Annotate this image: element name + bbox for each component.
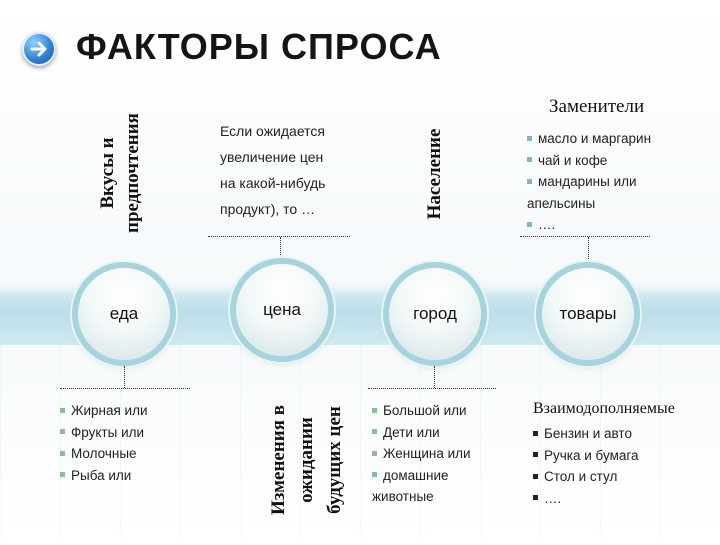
list-item: Рыба или <box>60 465 148 487</box>
bullet-icon <box>372 429 377 435</box>
node-price: цена <box>236 264 328 356</box>
expectation-text: Если ожидается увеличение цен на какой-н… <box>220 118 325 222</box>
substitutes-list: масло и маргарин чай и кофе мандарины ил… <box>527 128 651 236</box>
list-item: Женщина или <box>372 443 471 465</box>
timeline-band-shine <box>0 283 720 297</box>
bullet-icon <box>533 473 538 479</box>
tastes-line-2: предпочтения <box>122 113 143 233</box>
list-item: …. <box>527 214 651 236</box>
list-item: Дети или <box>372 422 471 444</box>
city-connector <box>434 366 435 388</box>
bullet-icon <box>533 495 538 501</box>
list-item: Большой или <box>372 400 471 422</box>
goods-connector <box>588 237 589 267</box>
list-item: мандарины или <box>527 171 651 193</box>
node-food-label: еда <box>109 304 139 323</box>
substitutes-heading: Заменители <box>549 96 645 117</box>
node-city: город <box>389 268 481 360</box>
node-city-label: город <box>413 304 457 323</box>
expectation-divider <box>208 236 350 237</box>
expectation-change-line-2: ожидании <box>296 417 317 503</box>
food-connector <box>124 366 125 388</box>
list-item: апельсины <box>527 195 596 211</box>
node-price-label: цена <box>263 300 301 319</box>
list-item: Стол и стул <box>533 466 639 488</box>
expectation-line-2: увеличение цен <box>220 149 324 165</box>
page-title: ФАКТОРЫ СПРОСА <box>76 26 442 67</box>
bullet-icon <box>527 135 532 141</box>
background-stripes <box>0 345 720 540</box>
bullet-icon <box>60 472 65 478</box>
expectation-line-4: продукт), то … <box>220 201 316 217</box>
tastes-preferences-label: Вкусы и предпочтения <box>95 98 151 248</box>
tastes-line-1: Вкусы и <box>97 137 118 209</box>
list-item: масло и маргарин <box>527 128 651 150</box>
list-item: Ручка и бумага <box>533 445 639 467</box>
node-goods-label: товары <box>559 304 617 323</box>
bullet-icon <box>372 450 377 456</box>
list-item: животные <box>372 489 434 504</box>
list-item: …. <box>533 488 639 510</box>
city-divider <box>368 388 496 389</box>
bullet-icon <box>527 178 532 184</box>
expectation-change-line-1: Изменения в <box>268 404 289 516</box>
bullet-icon <box>60 450 65 456</box>
list-item: домашние <box>372 465 471 487</box>
bullet-icon <box>533 430 538 436</box>
substitutes-divider <box>520 236 650 237</box>
expectation-change-label: Изменения в ожидании будущих цен <box>265 375 349 545</box>
node-goods: товары <box>542 268 634 360</box>
expectation-change-line-3: будущих цен <box>324 406 345 514</box>
list-item: Фрукты или <box>60 422 148 444</box>
food-divider <box>60 388 190 389</box>
expectation-line-1: Если ожидается <box>220 123 325 139</box>
expectation-line-3: на какой-нибудь <box>220 175 326 191</box>
food-list: Жирная или Фрукты или Молочные Рыба или <box>60 400 148 486</box>
bullet-icon <box>527 221 532 227</box>
list-item: Молочные <box>60 443 148 465</box>
complements-heading: Взаимодополняемые <box>533 400 675 417</box>
bullet-icon <box>60 429 65 435</box>
complements-list: Бензин и авто Ручка и бумага Стол и стул… <box>533 423 639 509</box>
bullet-icon <box>372 407 377 413</box>
city-list: Большой или Дети или Женщина или домашни… <box>372 400 471 508</box>
list-item: Жирная или <box>60 400 148 422</box>
bullet-icon <box>372 472 377 478</box>
bullet-icon <box>527 157 532 163</box>
population-label: Население <box>424 128 445 220</box>
node-food: еда <box>78 268 170 360</box>
price-connector <box>280 237 281 265</box>
list-item: Бензин и авто <box>533 423 639 445</box>
list-item: чай и кофе <box>527 150 651 172</box>
arrow-right-circle-icon <box>22 32 56 66</box>
bullet-icon <box>533 452 538 458</box>
bullet-icon <box>60 407 65 413</box>
